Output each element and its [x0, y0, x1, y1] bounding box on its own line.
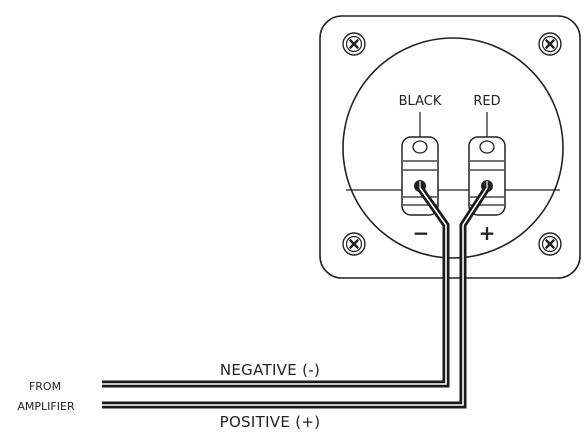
from-label: FROM — [29, 380, 61, 393]
black-terminal-label: BLACK — [399, 94, 442, 109]
screw-top-left-icon — [342, 32, 366, 56]
amplifier-label: AMPLIFIER — [17, 400, 75, 413]
negative-wire — [102, 185, 450, 388]
screw-bottom-left-icon — [342, 232, 366, 256]
screw-bottom-right-icon — [538, 232, 562, 256]
minus-symbol: − — [413, 221, 430, 245]
positive-wire-label: POSITIVE (+) — [220, 413, 321, 431]
screw-top-right-icon — [538, 32, 562, 56]
plus-symbol: + — [479, 221, 496, 245]
terminal-cup — [342, 37, 564, 259]
red-terminal-label: RED — [473, 94, 500, 109]
positive-wire — [102, 186, 490, 409]
negative-wire-label: NEGATIVE (-) — [220, 361, 320, 379]
